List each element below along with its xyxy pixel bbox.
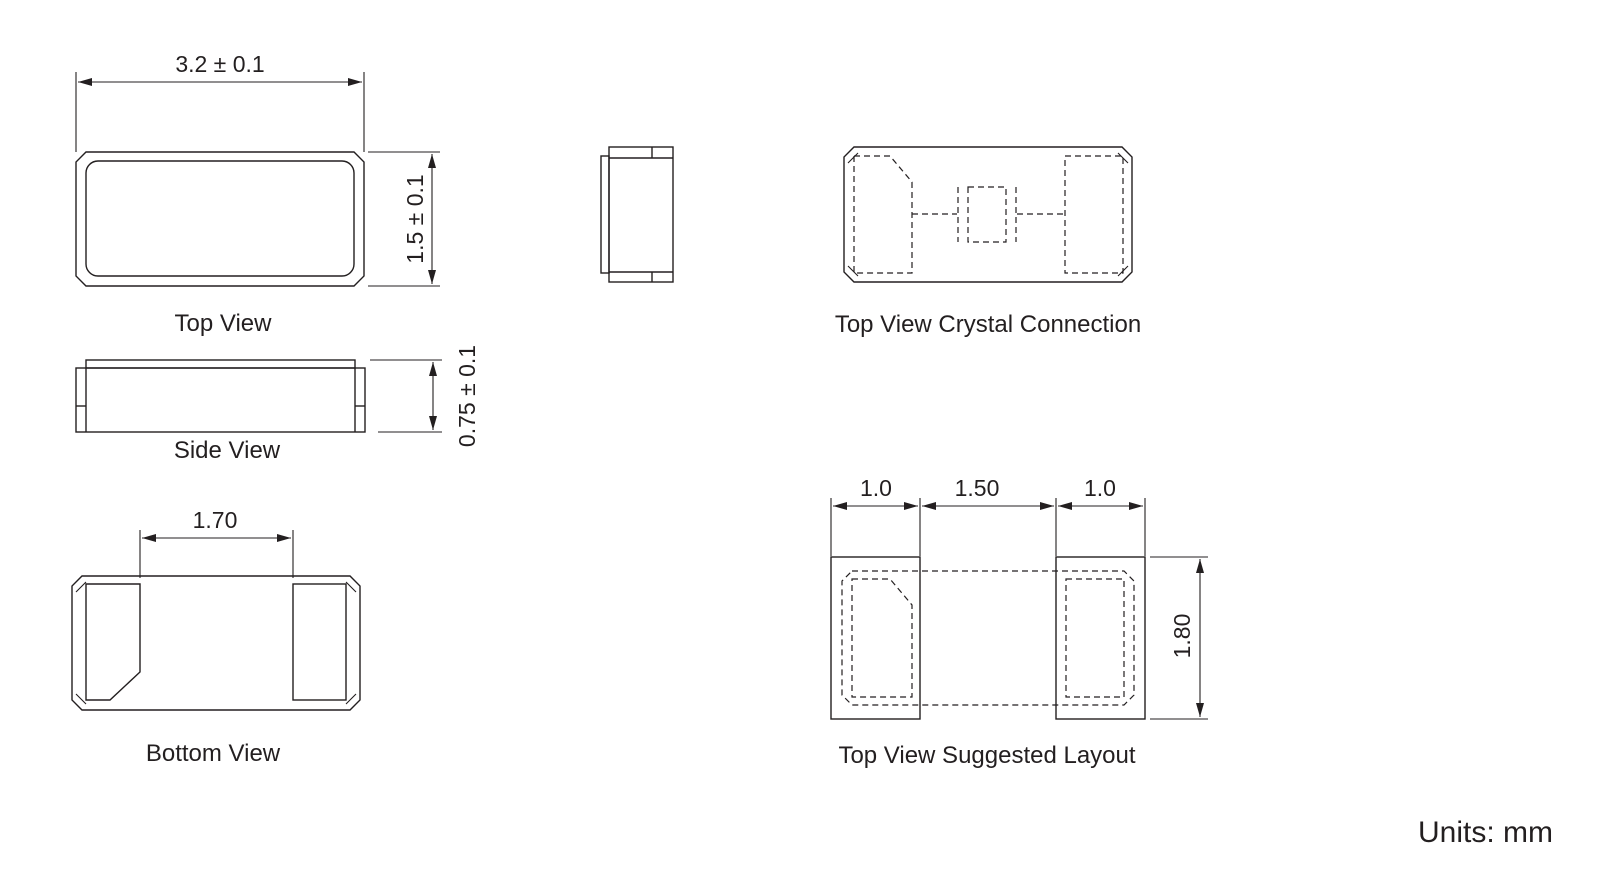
layout-gap-dimension: 1.50 (955, 475, 1000, 501)
top-view-caption: Top View (175, 310, 273, 337)
suggested-layout-view: 1.0 1.50 1.0 1.80 Top View Suggested Lay… (830, 475, 1208, 769)
bottom-view-caption: Bottom View (146, 740, 281, 767)
bottom-pad-gap-dimension: 1.70 (193, 507, 238, 533)
suggested-layout-caption: Top View Suggested Layout (838, 742, 1135, 769)
bottom-view: 1.70 Bottom View (71, 507, 361, 767)
layout-pad-right-dimension: 1.0 (1084, 475, 1116, 501)
height-dimension: 0.75 ± 0.1 (454, 345, 480, 447)
crystal-connection-caption: Top View Crystal Connection (835, 311, 1141, 338)
end-view (600, 146, 674, 283)
side-view-caption: Side View (174, 437, 281, 464)
side-view: 0.75 ± 0.1 Side View (75, 345, 480, 464)
layout-height-dimension: 1.80 (1169, 614, 1195, 659)
units-label: Units: mm (1418, 816, 1553, 849)
layout-pad-left-dimension: 1.0 (860, 475, 892, 501)
width-dimension: 1.5 ± 0.1 (402, 174, 428, 263)
top-view: 3.2 ± 0.1 1.5 ± 0.1 Top View (75, 51, 440, 337)
crystal-connection-view: Top View Crystal Connection (835, 146, 1141, 338)
length-dimension: 3.2 ± 0.1 (175, 51, 264, 77)
